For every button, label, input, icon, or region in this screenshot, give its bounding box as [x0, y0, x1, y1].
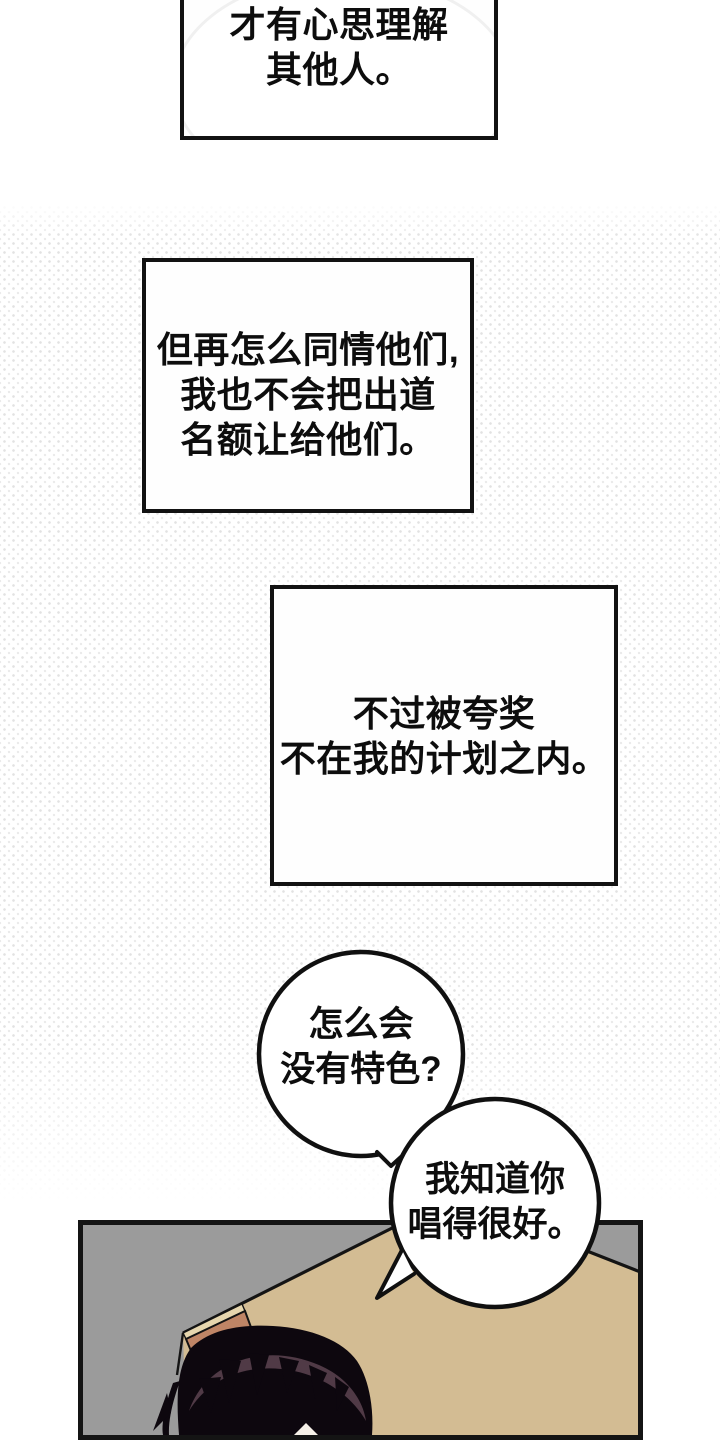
speech-bubble-2-text: 我知道你 唱得很好。: [389, 1097, 601, 1309]
caption-line: 名额让给他们。: [180, 419, 436, 460]
bubble-line: 唱得很好。: [407, 1205, 583, 1244]
caption-line: 不在我的计划之内。: [279, 737, 609, 779]
bubble-line: 我知道你: [424, 1160, 565, 1199]
hair-strand: [153, 1393, 171, 1431]
caption-line: 其他人。: [265, 49, 412, 90]
hair-sheen-streaks: [199, 1353, 349, 1413]
bubble-line: 怎么会: [308, 1005, 414, 1044]
caption-box-1: 才有心思理解 其他人。: [180, 0, 498, 140]
caption-box-2: 但再怎么同情他们, 我也不会把出道 名额让给他们。: [142, 258, 474, 513]
caption-line: 但再怎么同情他们,: [156, 329, 460, 370]
caption-halo-ellipse: [184, 0, 494, 136]
bubble-line: 没有特色?: [280, 1050, 442, 1089]
caption-line: 我也不会把出道: [180, 374, 436, 415]
caption-box-3: 不过被夸奖 不在我的计划之内。: [270, 585, 618, 886]
desk-front-edge: [175, 1332, 185, 1376]
caption-line: 不过被夸奖: [352, 692, 536, 734]
neck-notch: [294, 1423, 318, 1435]
hair-strand: [162, 1381, 180, 1435]
caption-line: 才有心思理解: [229, 4, 449, 45]
hair: [177, 1325, 373, 1435]
